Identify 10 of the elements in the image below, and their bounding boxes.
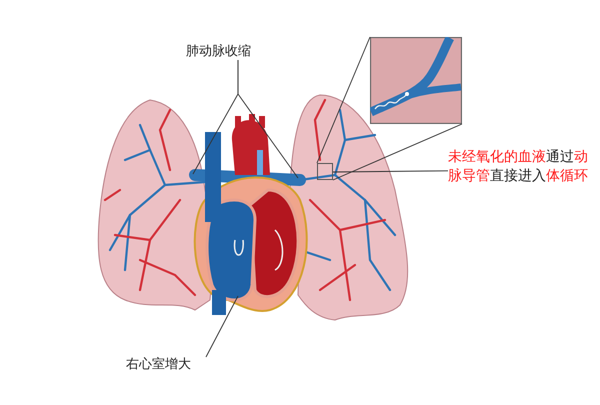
magnified-area-frame	[317, 163, 333, 180]
leader-line	[238, 60, 298, 178]
zoom-line	[332, 124, 462, 180]
vessel-closeup-picture	[370, 37, 462, 124]
note-text: 未经氧化的血液通过动脉导管直接进入体循环	[448, 149, 588, 184]
leader-line	[206, 296, 238, 358]
callout-label: 肺动脉收缩	[186, 44, 286, 60]
callout-label: 右心室增大	[126, 357, 206, 373]
leader-line	[332, 170, 448, 172]
zoom-line	[316, 36, 370, 164]
